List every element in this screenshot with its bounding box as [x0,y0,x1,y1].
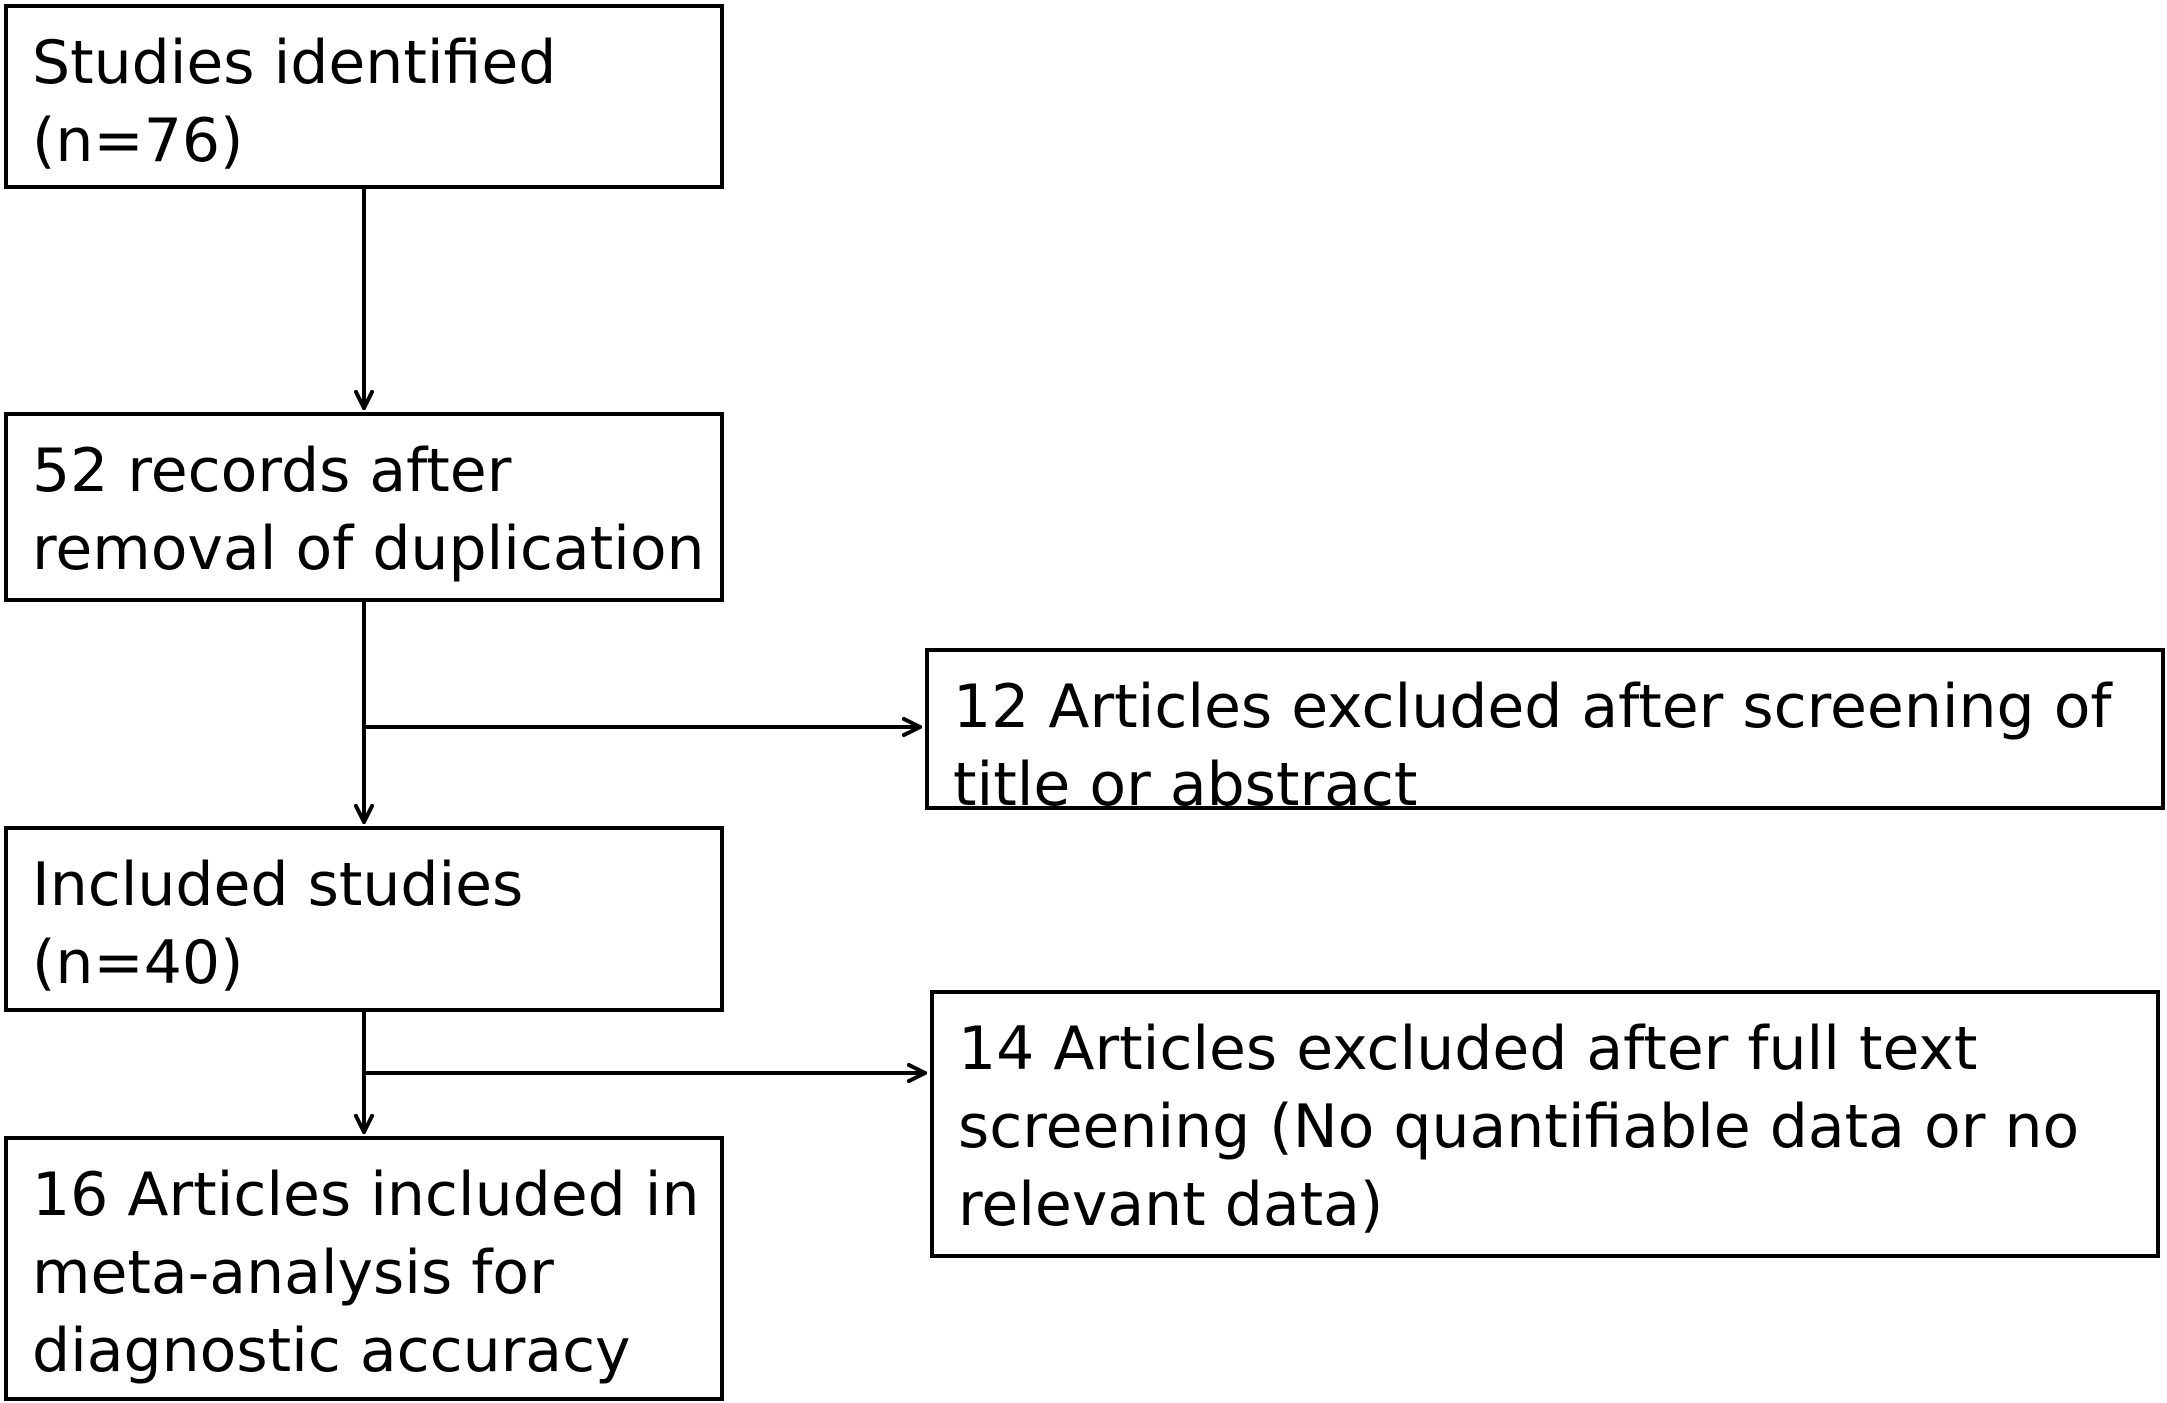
records-after-dedup-text-1: 52 records after [32,436,512,506]
excluded-fulltext-text-1: 14 Articles excluded after full text [958,1014,1978,1084]
final-included-box: 16 Articles included in meta-analysis fo… [4,1136,724,1401]
final-included-text-2: meta-analysis for [32,1238,554,1308]
records-after-dedup-text-2: removal of duplication [32,514,705,584]
included-studies-box: Included studies (n=40) [4,826,724,1012]
studies-identified-box: Studies identified (n=76) [4,4,724,189]
included-studies-count: (n=40) [32,928,244,998]
excluded-screening-box: 12 Articles excluded after screening of … [925,648,2165,820]
final-included-text-1: 16 Articles included in [32,1160,700,1230]
excluded-screening-text-2: title or abstract [953,750,1418,820]
excluded-fulltext-text-2: screening (No quantifiable data or no [958,1092,2080,1162]
excluded-screening-text-1: 12 Articles excluded after screening of [953,672,2112,742]
excluded-fulltext-text-3: relevant data) [958,1170,1384,1240]
included-studies-text: Included studies [32,850,524,920]
final-included-text-3: diagnostic accuracy [32,1316,631,1386]
records-after-dedup-box: 52 records after removal of duplication [4,412,724,602]
studies-identified-text: Studies identified [32,28,557,98]
excluded-fulltext-box: 14 Articles excluded after full text scr… [930,990,2160,1258]
studies-identified-count: (n=76) [32,106,244,176]
